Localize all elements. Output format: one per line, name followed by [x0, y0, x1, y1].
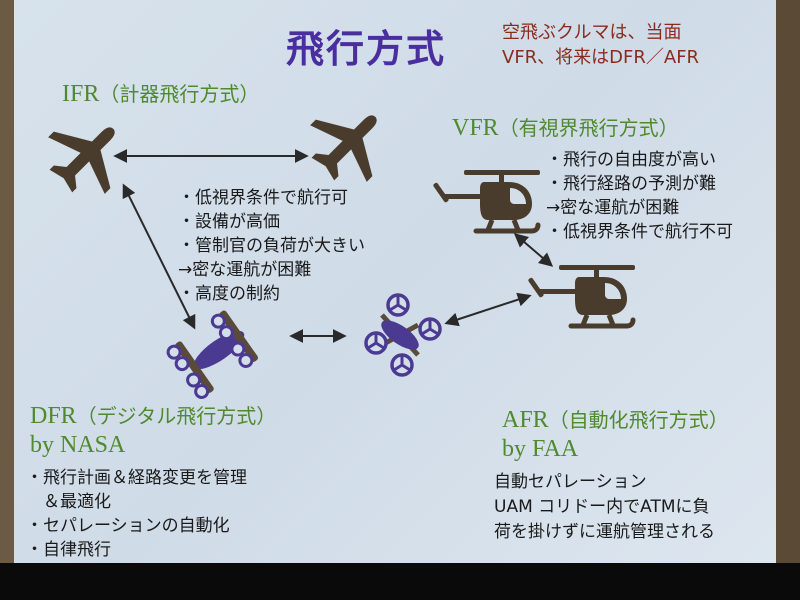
ifr-point: →密な運航が困難: [178, 260, 312, 280]
helicopter-icon-upper: [433, 170, 540, 231]
projector-frame-left: [0, 0, 14, 565]
presentation-slide: 飛行方式 空飛ぶクルマは、当面 VFR、将来はDFR／AFR IFR（計器飛行方…: [14, 0, 776, 563]
ifr-point: ・設備が高価: [178, 212, 280, 232]
arrow-vfr-helicopters: [513, 233, 554, 267]
dfr-point: ＆最適化: [26, 492, 111, 512]
afr-description: 自動セパレーション UAM コリドー内でATMに負 荷を掛けずに運航管理される: [494, 470, 715, 545]
ifr-heading: IFR（計器飛行方式）: [62, 78, 259, 108]
afr-line: 自動セパレーション: [494, 472, 647, 492]
projector-frame-right: [776, 0, 800, 565]
airplane-icon-left: [32, 100, 142, 210]
dfr-heading-jp: （デジタル飛行方式）: [76, 404, 277, 428]
ifr-point: ・管制官の負荷が大きい: [178, 236, 365, 256]
vfr-point: →密な運航が困難: [546, 198, 680, 218]
dfr-heading: DFR（デジタル飛行方式）: [30, 400, 276, 430]
arrow-ifr-dfr: [122, 183, 196, 330]
helicopter-icon-lower: [528, 265, 635, 326]
evtol-multirotor-icon: [166, 310, 258, 399]
airplane-icon-right: [294, 88, 404, 198]
ifr-heading-jp: （計器飛行方式）: [99, 82, 260, 106]
ifr-point: ・低視界条件で航行可: [178, 188, 348, 208]
dfr-by: by NASA: [30, 432, 126, 458]
note-line-2: VFR、将来はDFR／AFR: [502, 47, 700, 68]
ifr-point: ・高度の制約: [178, 284, 280, 304]
ifr-points: ・低視界条件で航行可 ・設備が高価 ・管制官の負荷が大きい →密な運航が困難 ・…: [178, 186, 365, 306]
vfr-heading-en: VFR: [452, 115, 499, 141]
slide-title: 飛行方式: [286, 27, 447, 71]
vfr-heading-jp: （有視界飛行方式）: [498, 116, 679, 140]
afr-heading-en: AFR: [502, 407, 549, 433]
dfr-point: ・セパレーションの自動化: [26, 516, 230, 536]
afr-line: 荷を掛けずに運航管理される: [494, 522, 715, 542]
vfr-point: ・低視界条件で航行不可: [546, 222, 733, 242]
dfr-point: ・飛行計画＆経路変更を管理: [26, 468, 247, 488]
vfr-points: ・飛行の自由度が高い ・飛行経路の予測が難 →密な運航が困難 ・低視界条件で航行…: [546, 148, 733, 244]
arrow-drone-vfr: [444, 292, 532, 327]
vfr-heading: VFR（有視界飛行方式）: [452, 112, 679, 142]
dfr-points: ・飛行計画＆経路変更を管理 ＆最適化 ・セパレーションの自動化 ・自律飛行: [26, 466, 247, 562]
note-line-1: 空飛ぶクルマは、当面: [502, 22, 682, 43]
dfr-point: ・自律飛行: [26, 540, 111, 560]
vfr-point: ・飛行経路の予測が難: [546, 174, 716, 194]
slide-note: 空飛ぶクルマは、当面 VFR、将来はDFR／AFR: [502, 20, 699, 70]
projector-frame-bottom: [0, 563, 800, 600]
quadcopter-drone-icon: [364, 293, 442, 377]
ifr-heading-en: IFR: [62, 81, 100, 107]
dfr-heading-en: DFR: [30, 403, 77, 429]
afr-heading: AFR（自動化飛行方式）: [502, 404, 729, 434]
diagram-graphics: [32, 88, 776, 399]
afr-by: by FAA: [502, 436, 579, 462]
afr-line: UAM コリドー内でATMに負: [494, 497, 710, 517]
afr-heading-jp: （自動化飛行方式）: [548, 408, 729, 432]
vfr-point: ・飛行の自由度が高い: [546, 150, 716, 170]
